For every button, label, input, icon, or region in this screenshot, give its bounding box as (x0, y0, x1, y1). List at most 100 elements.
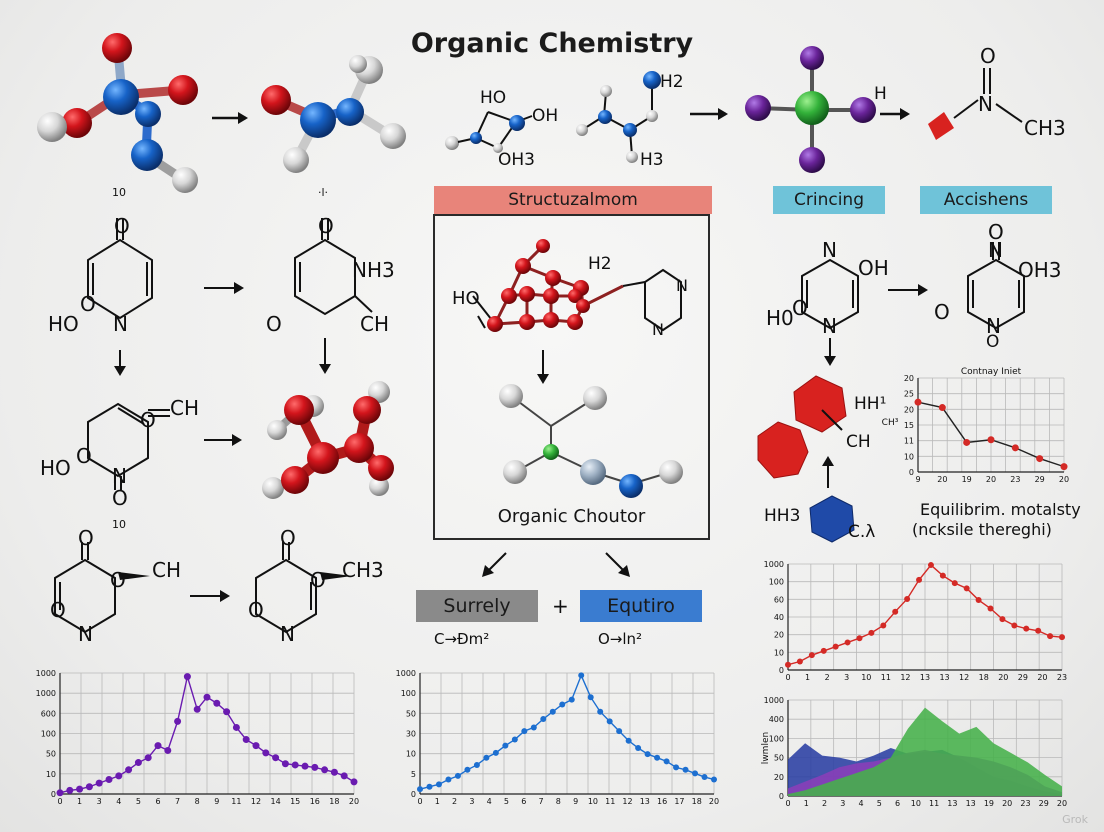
label-ho-top: HO (480, 88, 507, 108)
y-axis-label: lwmlen (761, 732, 771, 764)
banner-surrely: Surrely (416, 590, 538, 622)
right-n-b2: N (986, 314, 1001, 338)
x-tick-label: 17 (674, 797, 684, 806)
data-point (203, 693, 211, 701)
data-point (673, 764, 680, 771)
data-point (625, 737, 632, 744)
y-axis-label: CH³ (882, 418, 899, 428)
page-title: Organic Chemistry (410, 28, 694, 59)
y-tick-label: 10 (774, 648, 784, 657)
label-oh-right: OH (532, 106, 559, 126)
data-point (975, 597, 982, 604)
polygon-shapes (757, 375, 855, 543)
data-point (502, 742, 509, 749)
data-point (330, 768, 338, 776)
y-tick-label: 60 (774, 595, 784, 604)
x-tick-label: 1 (435, 797, 440, 806)
x-tick-label: 0 (417, 797, 422, 806)
equilibrium-line-1: Equilibrim. motalsty (920, 500, 1081, 519)
y-tick-label: 0 (779, 666, 784, 675)
data-point (154, 742, 162, 750)
data-point (511, 736, 518, 743)
x-tick-label: 29 (1039, 799, 1049, 808)
data-point (1035, 627, 1042, 634)
data-point (321, 766, 329, 774)
data-point (473, 761, 480, 768)
x-tick-label: 20 (1057, 799, 1067, 808)
data-point (281, 760, 289, 768)
x-tick-label: 6 (155, 797, 160, 806)
center-box (433, 214, 710, 540)
data-point (868, 629, 875, 636)
data-point (711, 776, 717, 783)
y-tick-label: 0 (411, 790, 416, 799)
x-tick-label: 14 (271, 797, 281, 806)
label-oh3: OH3 (498, 150, 535, 170)
data-point (252, 742, 260, 750)
data-point (916, 576, 923, 583)
y-tick-label: 30 (406, 730, 416, 739)
x-tick-label: 20 (1002, 799, 1012, 808)
right-o-b3: O (986, 332, 1000, 352)
x-tick-label: 18 (329, 797, 339, 806)
data-point (350, 778, 358, 786)
x-tick-label: 20 (709, 797, 719, 806)
data-point (692, 770, 699, 777)
x-tick-label: 6 (521, 797, 526, 806)
s4-o3: O (50, 598, 66, 622)
x-tick-label: 12 (900, 673, 910, 682)
data-point (1011, 622, 1018, 629)
data-point (951, 580, 958, 587)
left-ring-structures (54, 218, 373, 634)
data-point (540, 715, 547, 722)
data-point (856, 635, 863, 642)
x-tick-label: 29 (1035, 475, 1045, 484)
x-tick-label: 15 (290, 797, 300, 806)
data-point (213, 699, 221, 707)
data-point (938, 404, 946, 412)
y-tick-label: 11 (904, 437, 914, 446)
data-point (820, 647, 827, 654)
s4-o2: O (110, 568, 126, 592)
x-tick-label: 23 (1057, 673, 1067, 682)
arrow-top-1 (212, 112, 248, 124)
data-point (785, 661, 791, 668)
data-point (1036, 455, 1044, 463)
data-point (193, 705, 201, 713)
data-point (164, 746, 172, 754)
y-tick-label: 100 (769, 734, 784, 743)
y-tick-label: 0 (779, 792, 784, 801)
molecule-2 (261, 55, 406, 173)
arrow-top-3 (880, 108, 910, 120)
s1-ho: HO (48, 312, 79, 336)
data-point (95, 779, 103, 787)
label-ch3-top: CH3 (1024, 116, 1066, 140)
data-point (616, 728, 623, 735)
data-point (183, 673, 191, 681)
s4-ch: CH (152, 558, 182, 582)
x-tick-label: 1 (77, 797, 82, 806)
y-tick-label: 100 (41, 730, 56, 739)
data-point (701, 774, 708, 781)
s2-nh3: NH3 (352, 258, 395, 282)
x-tick-label: 20 (998, 673, 1008, 682)
data-point (66, 786, 74, 794)
right-ch: CH (846, 432, 871, 452)
data-point (597, 708, 604, 715)
x-tick-label: 20 (349, 797, 359, 806)
banner-equtiro: Equtiro (580, 590, 702, 622)
data-point (987, 605, 994, 612)
data-point (578, 672, 585, 679)
right-n-a: N (822, 238, 837, 262)
x-tick-label: 29 (1018, 673, 1028, 682)
y-tick-label: 600 (41, 709, 56, 718)
formula-right: O→ln² (598, 630, 643, 648)
data-point (999, 616, 1006, 623)
data-point (963, 585, 970, 592)
x-tick-label: 12 (622, 797, 632, 806)
x-tick-label: 16 (657, 797, 667, 806)
data-point (635, 745, 642, 752)
y-tick-label: 20 (774, 773, 784, 782)
label-h-green: H (874, 84, 887, 104)
